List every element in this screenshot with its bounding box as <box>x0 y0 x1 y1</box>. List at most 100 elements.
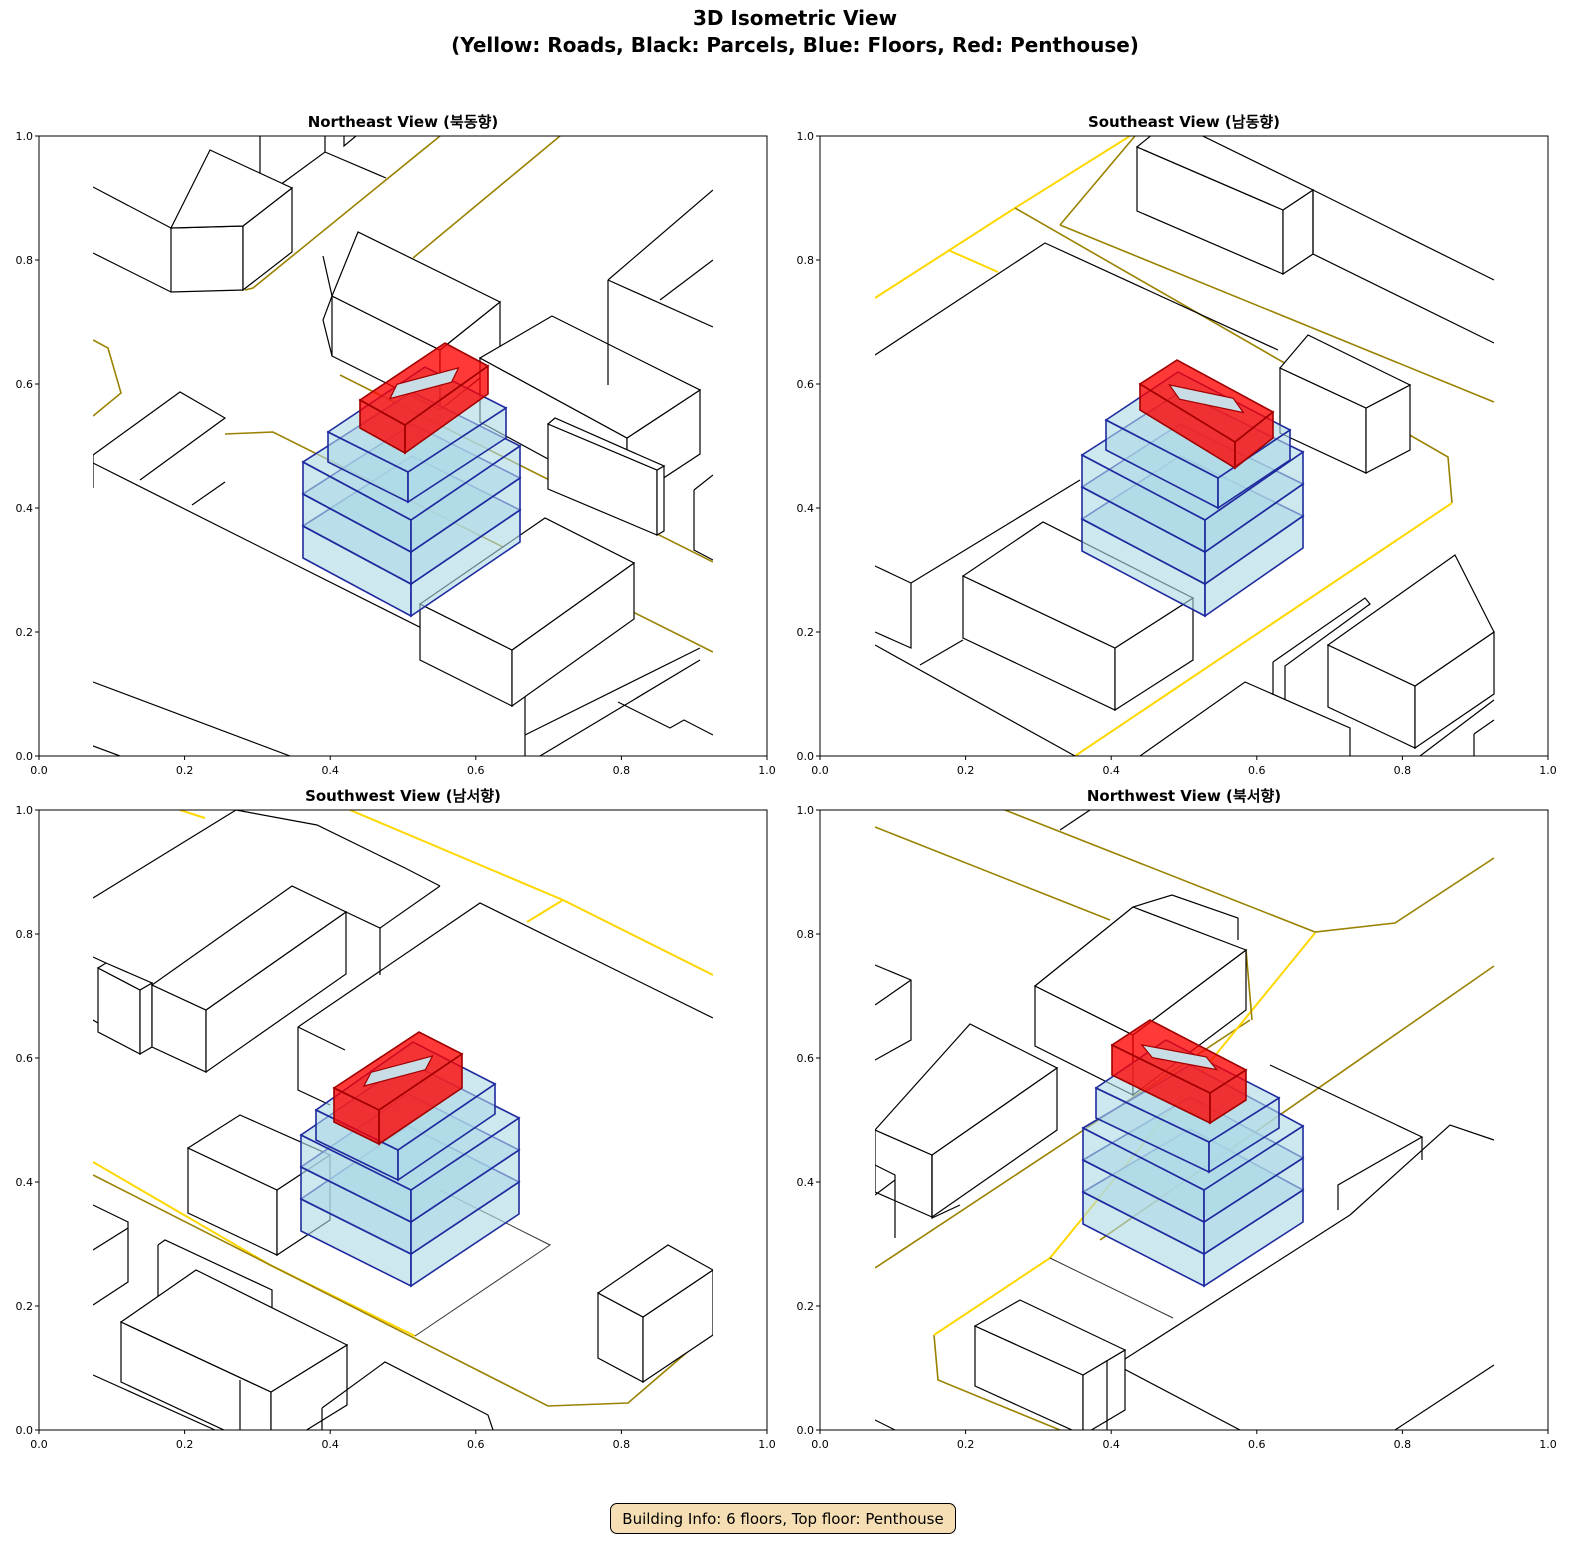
parcel-edge <box>1349 1124 1495 1216</box>
x-tick-label: 0.0 <box>30 764 48 777</box>
road <box>93 339 122 417</box>
axes-frame-southwest <box>38 809 768 1431</box>
parcel-building-top-face <box>170 149 294 229</box>
parcel-edge <box>279 151 387 186</box>
parcel-edge <box>93 186 172 229</box>
y-tick-label: 0.2 <box>16 1300 34 1313</box>
parcel-edge <box>1312 189 1495 281</box>
parcel-building-top-face <box>478 315 702 439</box>
y-tick-label: 0.4 <box>16 1176 34 1189</box>
parcel-building-top-face <box>331 231 502 351</box>
parcel-edge <box>93 252 172 293</box>
scene-northwest <box>875 810 1495 1430</box>
parcel-edge <box>875 1164 896 1238</box>
x-tick-label: 1.0 <box>1539 1438 1557 1451</box>
parcel-edge <box>931 1155 961 1219</box>
parcel-building-top-face <box>546 417 666 471</box>
panel-title-northeast: Northeast View (북동향) <box>307 113 499 131</box>
x-tick-label: 0.2 <box>957 764 975 777</box>
parcel-edge <box>93 1227 129 1251</box>
parcel-edge <box>919 639 964 666</box>
y-tick-label: 0.4 <box>797 1176 815 1189</box>
x-tick-label: 0.0 <box>811 764 829 777</box>
figure-title-line1: 3D Isometric View <box>692 6 898 30</box>
y-tick-label: 0.4 <box>797 502 815 515</box>
road <box>1004 810 1495 933</box>
axes-frame-southeast <box>819 135 1549 757</box>
parcel-edge <box>93 956 107 964</box>
parcel-edge <box>297 1027 331 1106</box>
penthouse-courtyard <box>1168 383 1245 414</box>
y-tick-label: 0.4 <box>16 502 34 515</box>
parcel-building-top-face <box>119 1269 349 1393</box>
x-tick-label: 0.2 <box>176 764 194 777</box>
panel-title-northwest: Northwest View (북서향) <box>1086 787 1282 805</box>
parcel-edge <box>1049 1257 1174 1319</box>
parcel-edge <box>1139 681 1351 756</box>
parcel-edge <box>875 644 1076 756</box>
parcel-edge <box>93 391 227 481</box>
axes-frame-northwest <box>819 809 1549 1431</box>
parcel-edge <box>524 647 701 736</box>
parcel-building-right-face <box>139 981 153 1056</box>
penthouse-courtyard <box>362 1055 434 1087</box>
parcel-edge <box>1473 719 1495 735</box>
y-tick-label: 1.0 <box>797 804 815 817</box>
road <box>1074 502 1453 756</box>
x-tick-label: 0.4 <box>321 764 339 777</box>
penthouse-courtyard <box>388 366 460 400</box>
parcel-edge <box>875 964 912 1061</box>
parcel-edge <box>321 1361 494 1430</box>
road <box>526 899 564 923</box>
road <box>875 826 1111 921</box>
y-tick-label: 0.8 <box>16 928 34 941</box>
parcel-edge <box>875 583 912 649</box>
parcel-edge <box>93 810 237 899</box>
scene-southeast <box>875 136 1495 756</box>
parcel-edge <box>875 1419 896 1430</box>
road <box>933 1334 1061 1430</box>
parcel-edge <box>297 902 713 1028</box>
x-tick-label: 0.8 <box>1394 1438 1412 1451</box>
x-tick-label: 0.6 <box>1248 764 1266 777</box>
parcel-edge <box>322 255 333 357</box>
parcel-building-top-face <box>875 1023 1059 1156</box>
parcel-building-top-face <box>1279 334 1412 409</box>
parcel-building-top-face <box>596 1244 713 1318</box>
x-tick-label: 0.8 <box>613 1438 631 1451</box>
road <box>93 1174 713 1407</box>
y-tick-label: 1.0 <box>16 804 34 817</box>
road <box>412 136 561 259</box>
road <box>875 136 1131 299</box>
parcel-edge <box>617 701 713 736</box>
parcel-edge <box>93 1019 99 1024</box>
scene-southwest <box>93 810 713 1430</box>
parcel-edge <box>875 1179 896 1196</box>
parcel-edge <box>191 481 226 506</box>
parcel-edge <box>659 259 713 301</box>
scene-northeast <box>93 136 713 756</box>
road <box>349 810 713 976</box>
y-tick-label: 0.0 <box>797 750 815 763</box>
y-tick-label: 0.0 <box>16 750 34 763</box>
parcel-edge <box>235 810 441 887</box>
x-tick-label: 0.4 <box>1102 1438 1120 1451</box>
parcel-building-left-face <box>170 225 244 293</box>
parcel-edge <box>1272 597 1371 700</box>
y-tick-label: 0.2 <box>797 1300 815 1313</box>
x-tick-label: 0.8 <box>1394 764 1412 777</box>
y-tick-label: 0.8 <box>16 254 34 267</box>
parcel-building-top-face <box>1033 906 1248 1036</box>
x-tick-label: 1.0 <box>1539 764 1557 777</box>
x-tick-label: 0.8 <box>613 764 631 777</box>
parcel-edge <box>157 1239 273 1308</box>
panel-title-southeast: Southeast View (남동향) <box>1087 113 1281 131</box>
parcel-edge <box>607 189 713 281</box>
parcel-building-top-face <box>973 1299 1127 1376</box>
parcel-edge <box>1312 190 1495 344</box>
road <box>1059 136 1136 226</box>
parcel-edge <box>875 565 912 584</box>
parcel-edge <box>1059 810 1091 831</box>
panel-title-southwest: Southwest View (남서향) <box>305 787 501 805</box>
